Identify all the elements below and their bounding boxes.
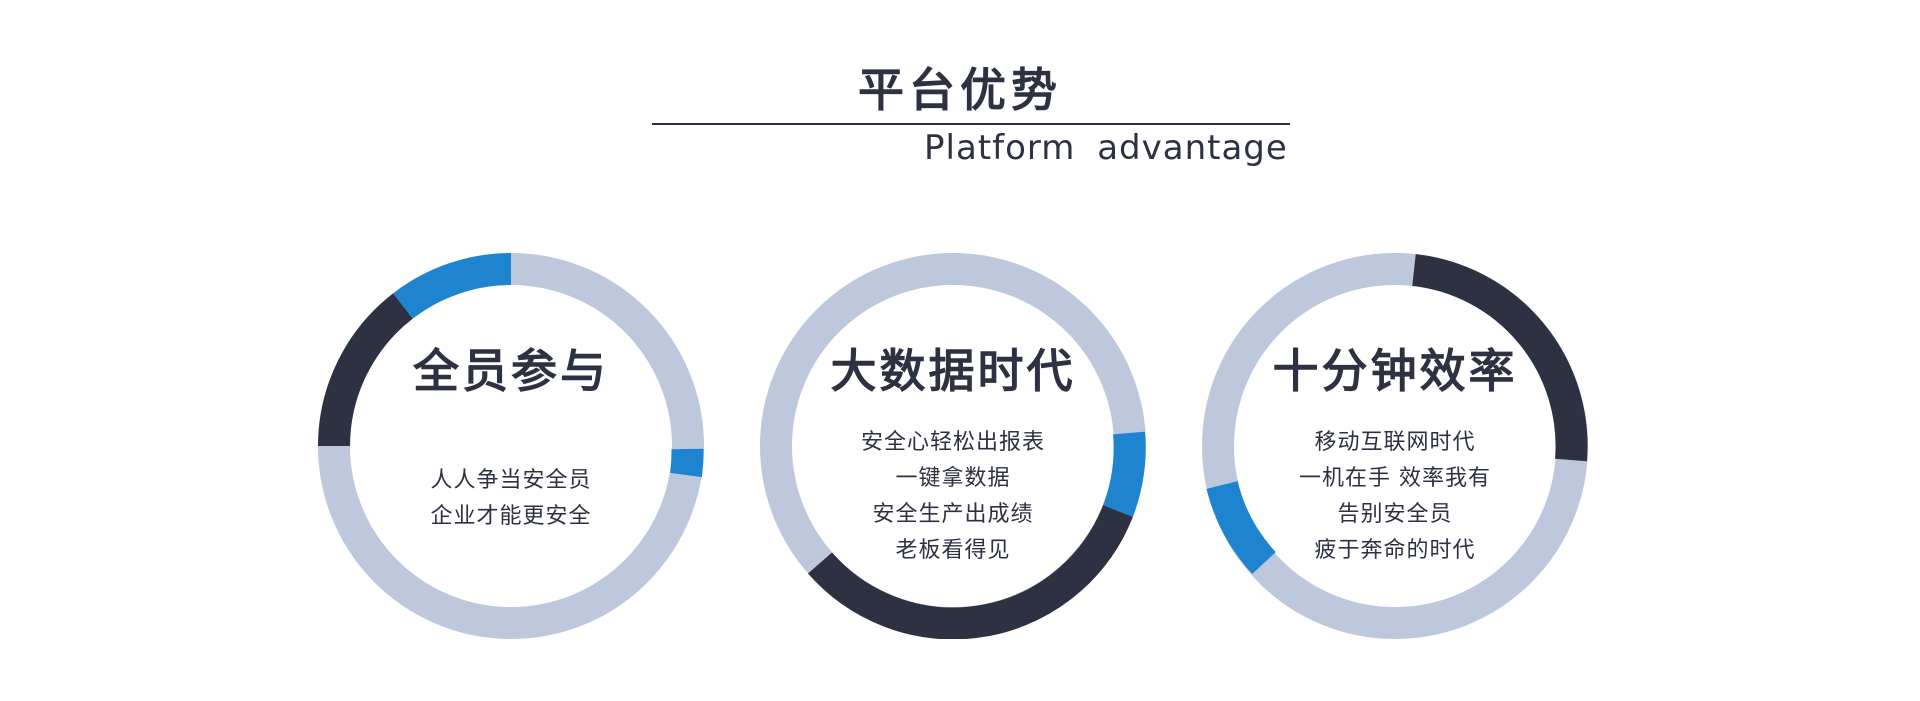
card-title: 大数据时代 bbox=[830, 344, 1076, 398]
advantage-card-all-staff: 全员参与 人人争当安全员 企业才能更安全 bbox=[318, 253, 704, 639]
ring-segment-accent bbox=[393, 253, 512, 319]
card-line: 企业才能更安全 bbox=[430, 504, 592, 529]
card-line: 人人争当安全员 bbox=[430, 468, 592, 493]
advantage-card-ten-minutes: 十分钟效率 移动互联网时代 一机在手 效率我有 告别安全员 疲于奔命的时代 bbox=[1202, 253, 1588, 639]
progress-ring-icon bbox=[760, 253, 1146, 639]
section-header: 平台优势 Platform advantage bbox=[0, 0, 1920, 180]
card-title: 全员参与 bbox=[413, 344, 609, 398]
ring-segment-dark bbox=[807, 505, 1133, 639]
card-line: 一机在手 效率我有 bbox=[1299, 466, 1491, 491]
advantage-card-big-data: 大数据时代 安全心轻松出报表 一键拿数据 安全生产出成绩 老板看得见 bbox=[760, 253, 1146, 639]
card-description: 安全心轻松出报表 一键拿数据 安全生产出成绩 老板看得见 bbox=[760, 425, 1146, 569]
card-line: 安全生产出成绩 bbox=[872, 502, 1034, 527]
card-line: 安全心轻松出报表 bbox=[860, 430, 1045, 455]
ring-segment-accent bbox=[1102, 431, 1146, 517]
ring-segment-accent-small bbox=[670, 448, 704, 478]
card-description: 移动互联网时代 一机在手 效率我有 告别安全员 疲于奔命的时代 bbox=[1202, 425, 1588, 569]
card-line: 疲于奔命的时代 bbox=[1314, 538, 1476, 563]
card-title: 十分钟效率 bbox=[1272, 344, 1518, 398]
card-line: 老板看得见 bbox=[895, 538, 1011, 563]
card-line: 移动互联网时代 bbox=[1314, 430, 1476, 455]
ring-segment-dark bbox=[1412, 254, 1588, 462]
title-divider bbox=[652, 123, 1290, 125]
progress-ring-icon bbox=[1202, 253, 1588, 639]
section-subtitle: Platform advantage bbox=[924, 128, 1288, 168]
card-description: 人人争当安全员 企业才能更安全 bbox=[318, 463, 704, 535]
ring-segment-accent bbox=[1206, 480, 1276, 574]
card-line: 一键拿数据 bbox=[895, 466, 1011, 491]
progress-ring-icon bbox=[318, 253, 704, 639]
card-line: 告别安全员 bbox=[1337, 502, 1453, 527]
ring-segment-dark bbox=[318, 293, 414, 447]
section-title: 平台优势 bbox=[858, 63, 1062, 117]
